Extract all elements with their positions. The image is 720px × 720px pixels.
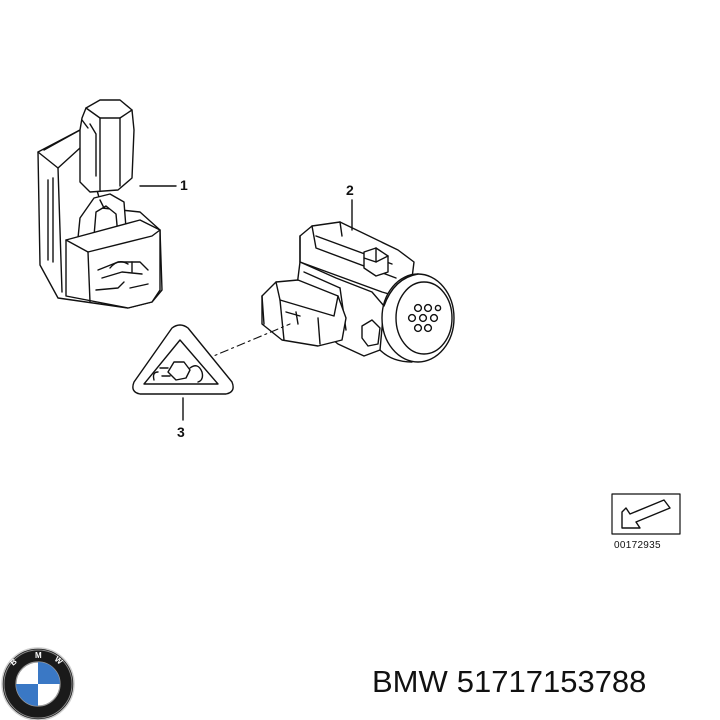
logo-letter-m: M: [35, 651, 42, 660]
part-number: 51717153788: [456, 664, 647, 699]
logo-letter-w: W: [53, 655, 65, 667]
part-1-module: [37, 99, 163, 309]
brand-name: BMW: [372, 664, 448, 699]
callout-2: 2: [346, 182, 354, 198]
reference-code: 00172935: [614, 540, 661, 551]
callout-1: 1: [180, 177, 188, 193]
arrow-left-down-icon: [621, 499, 671, 529]
reference-box: [611, 493, 681, 535]
bmw-logo: B M W: [1, 647, 75, 720]
logo-letter-b: B: [9, 657, 19, 668]
assembly-dash-line: [203, 323, 291, 361]
part-3-warning-label: [132, 324, 234, 395]
part-2-sensor: [261, 221, 455, 363]
callout-3: 3: [177, 424, 185, 440]
